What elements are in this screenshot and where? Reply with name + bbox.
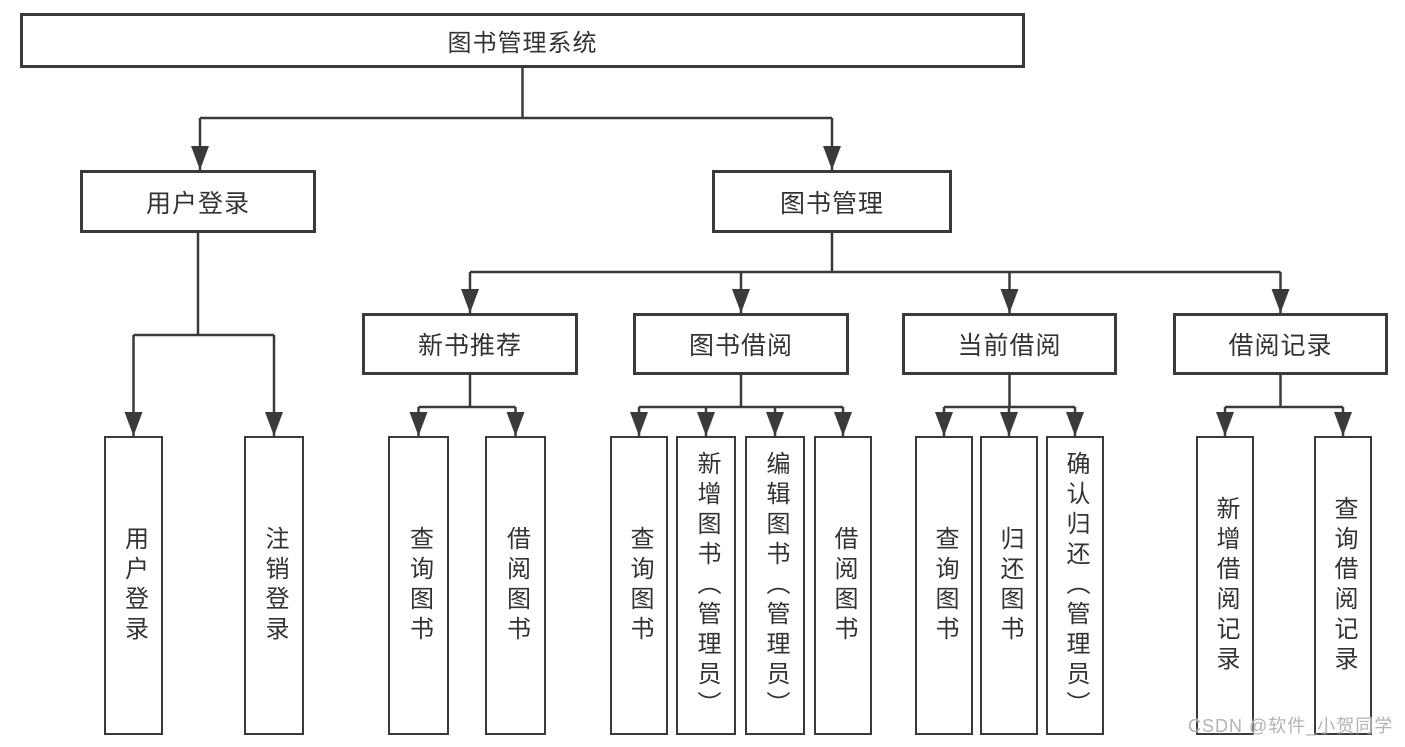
leaf-query-borrow-record: 查询借阅记录 <box>1314 436 1372 735</box>
leaf-query-books-1-label: 查询图书 <box>405 525 433 646</box>
node-current-borrow-label: 当前借阅 <box>957 332 1062 360</box>
leaf-return-books-label: 归还图书 <box>996 525 1023 646</box>
leaf-edit-books-admin-label: 编辑图书（管理员） <box>762 450 789 721</box>
node-new-book-recommend: 新书推荐 <box>362 313 578 375</box>
node-book-borrow: 图书借阅 <box>633 313 849 375</box>
node-user-login-label: 用户登录 <box>145 189 250 218</box>
leaf-borrow-books-1: 借阅图书 <box>485 436 546 735</box>
node-borrow-records-label: 借阅记录 <box>1228 332 1333 360</box>
node-book-management: 图书管理 <box>712 170 952 233</box>
node-borrow-records: 借阅记录 <box>1173 313 1388 375</box>
node-library-system-label: 图书管理系统 <box>447 30 598 57</box>
leaf-query-borrow-record-label: 查询借阅记录 <box>1330 495 1357 676</box>
leaf-logout: 注销登录 <box>244 436 304 735</box>
leaf-query-books-2: 查询图书 <box>610 436 668 735</box>
leaf-add-borrow-record-label: 新增借阅记录 <box>1212 495 1239 676</box>
leaf-borrow-books-1-label: 借阅图书 <box>502 525 530 646</box>
leaf-add-books-admin-label: 新增图书（管理员） <box>693 450 720 721</box>
leaf-borrow-books-2-label: 借阅图书 <box>830 525 857 646</box>
node-new-book-recommend-label: 新书推荐 <box>417 332 522 360</box>
leaf-edit-books-admin: 编辑图书（管理员） <box>745 436 805 735</box>
node-library-system: 图书管理系统 <box>20 13 1025 68</box>
leaf-add-books-admin: 新增图书（管理员） <box>676 436 736 735</box>
leaf-query-books-1: 查询图书 <box>388 436 449 735</box>
node-user-login: 用户登录 <box>80 170 316 233</box>
leaf-query-books-2-label: 查询图书 <box>626 525 653 646</box>
leaf-add-borrow-record: 新增借阅记录 <box>1196 436 1254 735</box>
leaf-confirm-return-admin-label: 确认归还（管理员） <box>1062 450 1089 721</box>
leaf-logout-label: 注销登录 <box>261 525 288 646</box>
node-book-borrow-label: 图书借阅 <box>688 332 793 360</box>
node-book-management-label: 图书管理 <box>779 189 884 218</box>
csdn-watermark: CSDN @软件_小贺同学 <box>1188 716 1394 736</box>
leaf-user-login: 用户登录 <box>104 436 163 735</box>
leaf-return-books: 归还图书 <box>980 436 1038 735</box>
leaf-borrow-books-2: 借阅图书 <box>814 436 872 735</box>
leaf-query-books-3: 查询图书 <box>915 436 973 735</box>
node-current-borrow: 当前借阅 <box>902 313 1117 375</box>
leaf-confirm-return-admin: 确认归还（管理员） <box>1046 436 1104 735</box>
leaf-query-books-3-label: 查询图书 <box>931 525 958 646</box>
leaf-user-login-label: 用户登录 <box>120 525 148 646</box>
